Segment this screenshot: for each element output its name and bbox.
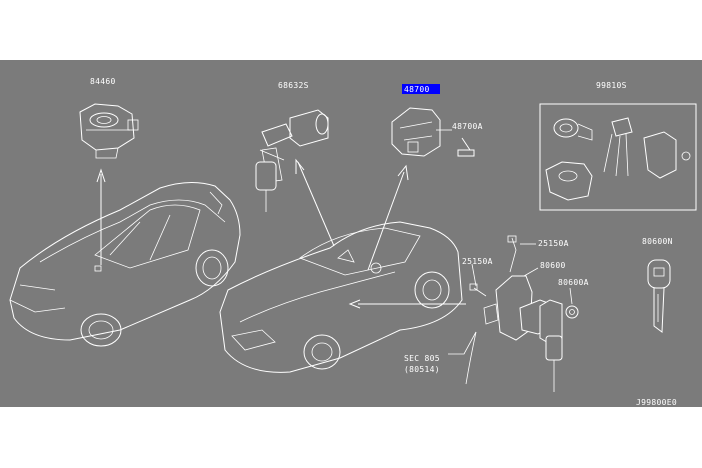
label-68632s: 68632S bbox=[278, 81, 309, 90]
section-reference-sub: (80514) bbox=[404, 365, 440, 374]
leader-lines bbox=[96, 129, 573, 355]
left-car-illustration bbox=[9, 182, 241, 347]
label-48700-highlight bbox=[402, 84, 440, 94]
diagram-code: J99800E0 bbox=[636, 398, 677, 407]
part-84460-illustration bbox=[79, 103, 139, 159]
label-80600a: 80600A bbox=[558, 278, 589, 287]
label-48700[interactable]: 48700 bbox=[404, 85, 430, 94]
part-68632s-illustration bbox=[255, 109, 329, 212]
section-reference: SEC 805 bbox=[404, 354, 440, 363]
part-80600a-illustration bbox=[565, 305, 579, 319]
label-84460: 84460 bbox=[90, 77, 116, 86]
label-48700a: 48700A bbox=[452, 122, 483, 131]
part-48700-illustration bbox=[391, 107, 475, 157]
part-99810s-illustration bbox=[545, 117, 691, 201]
part-80600n-illustration bbox=[647, 259, 671, 333]
label-25150a-top: 25150A bbox=[538, 239, 569, 248]
label-99810s: 99810S bbox=[596, 81, 627, 90]
right-car-illustration bbox=[219, 221, 463, 373]
label-25150a-left: 25150A bbox=[462, 257, 493, 266]
part-99810s-box bbox=[539, 103, 697, 211]
label-80600: 80600 bbox=[540, 261, 566, 270]
part-80600-illustration bbox=[465, 235, 563, 392]
label-80600n: 80600N bbox=[642, 237, 673, 246]
